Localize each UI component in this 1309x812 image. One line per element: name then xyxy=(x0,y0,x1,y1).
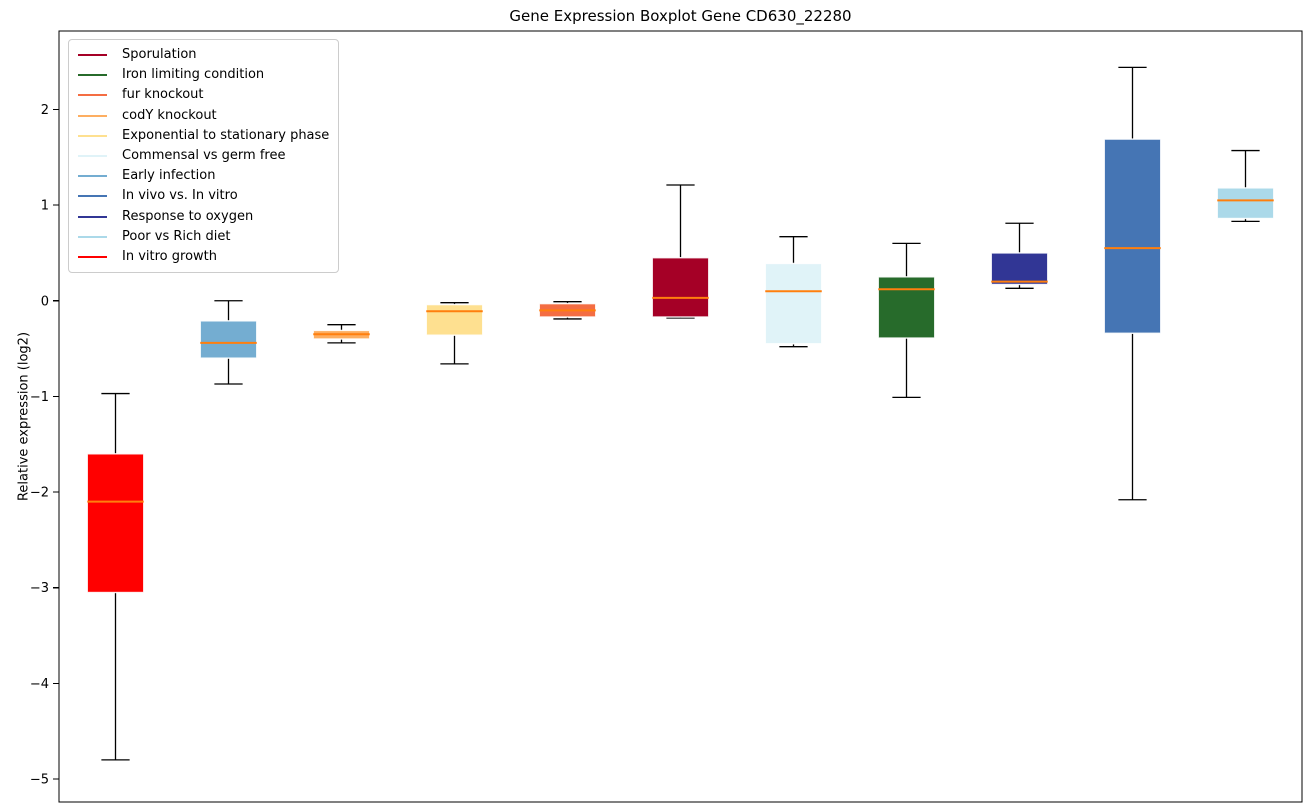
y-tick-label: −1 xyxy=(30,390,49,405)
legend-item: Early infection xyxy=(78,166,330,186)
legend-item: In vivo vs. In vitro xyxy=(78,186,330,206)
y-tick-label: 0 xyxy=(41,294,49,309)
legend-swatch-line xyxy=(78,215,107,218)
legend-item-label: Exponential to stationary phase xyxy=(122,127,330,143)
boxplot-box xyxy=(990,252,1049,286)
y-axis-label: Relative expression (log2) xyxy=(16,331,32,502)
legend-item-label: Sporulation xyxy=(122,47,197,62)
legend-item-label: In vivo vs. In vitro xyxy=(122,188,238,204)
legend-swatch-line xyxy=(78,74,107,77)
legend-item-label: Commensal vs germ free xyxy=(122,147,286,163)
legend-item-label: codY knockout xyxy=(122,107,217,123)
boxplot-group xyxy=(425,302,484,365)
boxplot-group xyxy=(199,300,258,385)
boxplot-group xyxy=(990,222,1049,289)
y-tick-label: −4 xyxy=(30,677,49,692)
boxplot-group xyxy=(1216,149,1275,223)
y-tick-label: 2 xyxy=(41,103,49,118)
legend-swatch-line xyxy=(78,114,107,117)
boxplot-group xyxy=(1103,66,1162,501)
y-tick-label: −2 xyxy=(30,486,49,501)
legend-swatch-line xyxy=(78,255,107,258)
legend-swatch-line xyxy=(78,175,107,178)
y-tick-label: −5 xyxy=(30,773,49,788)
boxplot-box xyxy=(1216,187,1275,220)
legend-item: Response to oxygen xyxy=(78,207,330,227)
axes-frame xyxy=(58,30,1303,803)
legend-item: In vitro growth xyxy=(78,247,330,267)
legend-item: codY knockout xyxy=(78,106,330,126)
boxplot-box xyxy=(1103,138,1162,334)
legend-swatch-line xyxy=(78,195,107,198)
legend-item-label: In vitro growth xyxy=(122,248,217,264)
legend-item: Poor vs Rich diet xyxy=(78,227,330,247)
boxplot-group xyxy=(651,184,710,319)
boxplot-group xyxy=(312,324,371,344)
legend-item: Iron limiting condition xyxy=(78,65,330,85)
boxplot-group xyxy=(538,301,597,320)
y-tick-label: −3 xyxy=(30,581,49,596)
legend-swatch-line xyxy=(78,235,107,238)
legend-item: Exponential to stationary phase xyxy=(78,126,330,146)
boxplot-box xyxy=(199,320,258,359)
boxplot-box xyxy=(764,262,823,345)
boxplot-box xyxy=(86,453,145,594)
legend-swatch-line xyxy=(78,134,107,137)
legend-item: Sporulation xyxy=(78,45,330,65)
boxplot-box xyxy=(877,276,936,339)
legend: Sporulation Iron limiting condition fur … xyxy=(68,39,339,273)
legend-item-label: fur knockout xyxy=(122,87,204,103)
legend-item-label: Early infection xyxy=(122,168,216,184)
legend-swatch-line xyxy=(78,54,107,56)
legend-item: fur knockout xyxy=(78,85,330,105)
boxplot-group xyxy=(86,392,145,761)
boxplot-group xyxy=(877,242,936,399)
legend-item: Commensal vs germ free xyxy=(78,146,330,166)
legend-item-label: Response to oxygen xyxy=(122,208,254,224)
legend-swatch-line xyxy=(78,94,107,97)
legend-item-label: Iron limiting condition xyxy=(122,67,265,83)
legend-item-label: Poor vs Rich diet xyxy=(122,228,231,244)
chart-title: Gene Expression Boxplot Gene CD630_22280 xyxy=(509,7,852,25)
legend-swatch-line xyxy=(78,154,107,157)
boxplot-box xyxy=(651,257,710,318)
y-tick-label: 1 xyxy=(41,199,49,214)
boxplot-group xyxy=(764,236,823,348)
boxplot-box xyxy=(425,303,484,336)
